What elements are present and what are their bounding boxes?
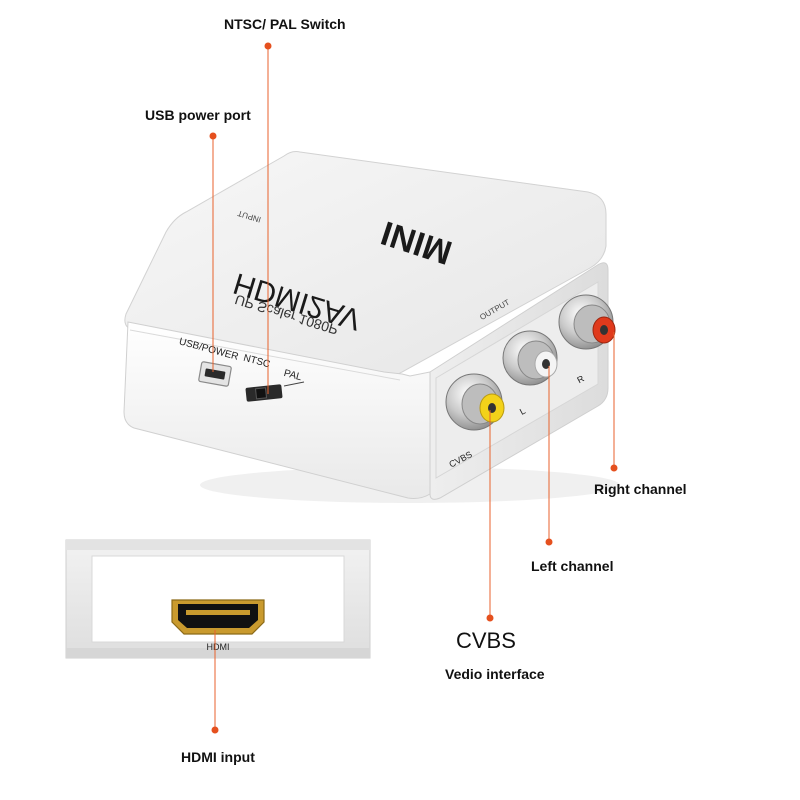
front-seam: [129, 329, 401, 381]
right-port-label: R: [575, 373, 586, 385]
usb-power-port[interactable]: [198, 361, 232, 387]
dot-ntsc-pal: [264, 42, 272, 50]
callout-left-channel: Left channel: [531, 558, 614, 574]
hdmi-side-view: [65, 539, 371, 659]
leader-dots: [209, 42, 618, 734]
rca-cvbs-port[interactable]: [445, 373, 505, 431]
left-port-label: L: [518, 406, 527, 417]
dot-right-channel: [610, 464, 618, 472]
callout-cvbs-title: CVBS: [456, 628, 516, 653]
dot-left-channel: [545, 538, 553, 546]
callout-hdmi-input: HDMI input: [181, 749, 255, 765]
rca-right-port[interactable]: [558, 294, 616, 350]
callout-cvbs-subtitle: Vedio interface: [445, 666, 545, 682]
rca-left-port[interactable]: [502, 330, 558, 386]
hdmi-port-label: HDMI: [207, 642, 230, 652]
pal-label: PAL: [282, 368, 303, 383]
callout-right-channel: Right channel: [594, 481, 687, 497]
converter-box: [123, 151, 620, 503]
hdmi-box-bottom-edge: [66, 648, 370, 658]
leader-lines: [212, 48, 615, 728]
hdmi-box-top-edge: [66, 540, 370, 550]
ntsc-pal-switch[interactable]: [245, 384, 283, 402]
pal-tick: [283, 381, 305, 387]
dot-cvbs: [486, 614, 494, 622]
callout-usb-power-port: USB power port: [145, 107, 251, 123]
hdmi-input-port[interactable]: [171, 599, 265, 635]
dot-hdmi: [211, 726, 219, 734]
callout-ntsc-pal-switch: NTSC/ PAL Switch: [224, 16, 346, 32]
dot-usb-power: [209, 132, 217, 140]
